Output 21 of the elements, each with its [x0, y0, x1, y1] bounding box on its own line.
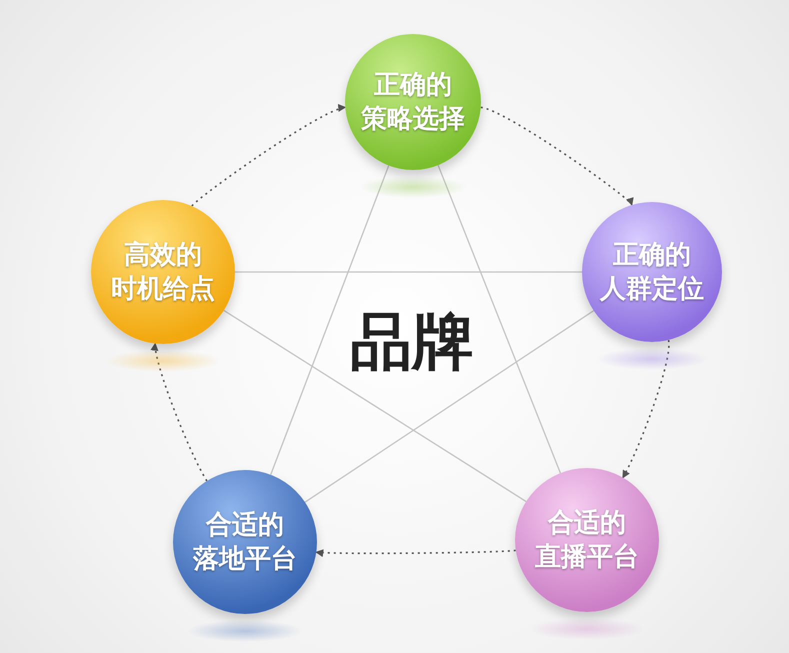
node-text: 正确的: [613, 239, 691, 272]
node-text: 策略选择: [361, 103, 465, 136]
dotted-arrow: [191, 105, 346, 207]
dotted-arrow: [622, 340, 670, 478]
connector-line: [235, 271, 582, 273]
dotted-arrow: [315, 548, 516, 557]
node-text: 直播平台: [535, 541, 639, 574]
node-text: 时机给点: [111, 273, 215, 306]
dotted-arrow: [480, 106, 632, 206]
connector-line: [304, 310, 594, 503]
node-text: 人群定位: [600, 273, 704, 306]
node-text: 合适的: [206, 509, 284, 542]
connector-line: [438, 164, 562, 474]
dotted-arrow: [152, 342, 208, 482]
connector-line: [224, 310, 526, 502]
center-title: 品牌: [350, 304, 474, 380]
connector-line: [270, 165, 390, 475]
node-text: 高效的: [124, 239, 202, 272]
node-text: 合适的: [548, 507, 626, 540]
node-text: 落地平台: [193, 543, 297, 576]
node-text: 正确的: [374, 69, 452, 102]
